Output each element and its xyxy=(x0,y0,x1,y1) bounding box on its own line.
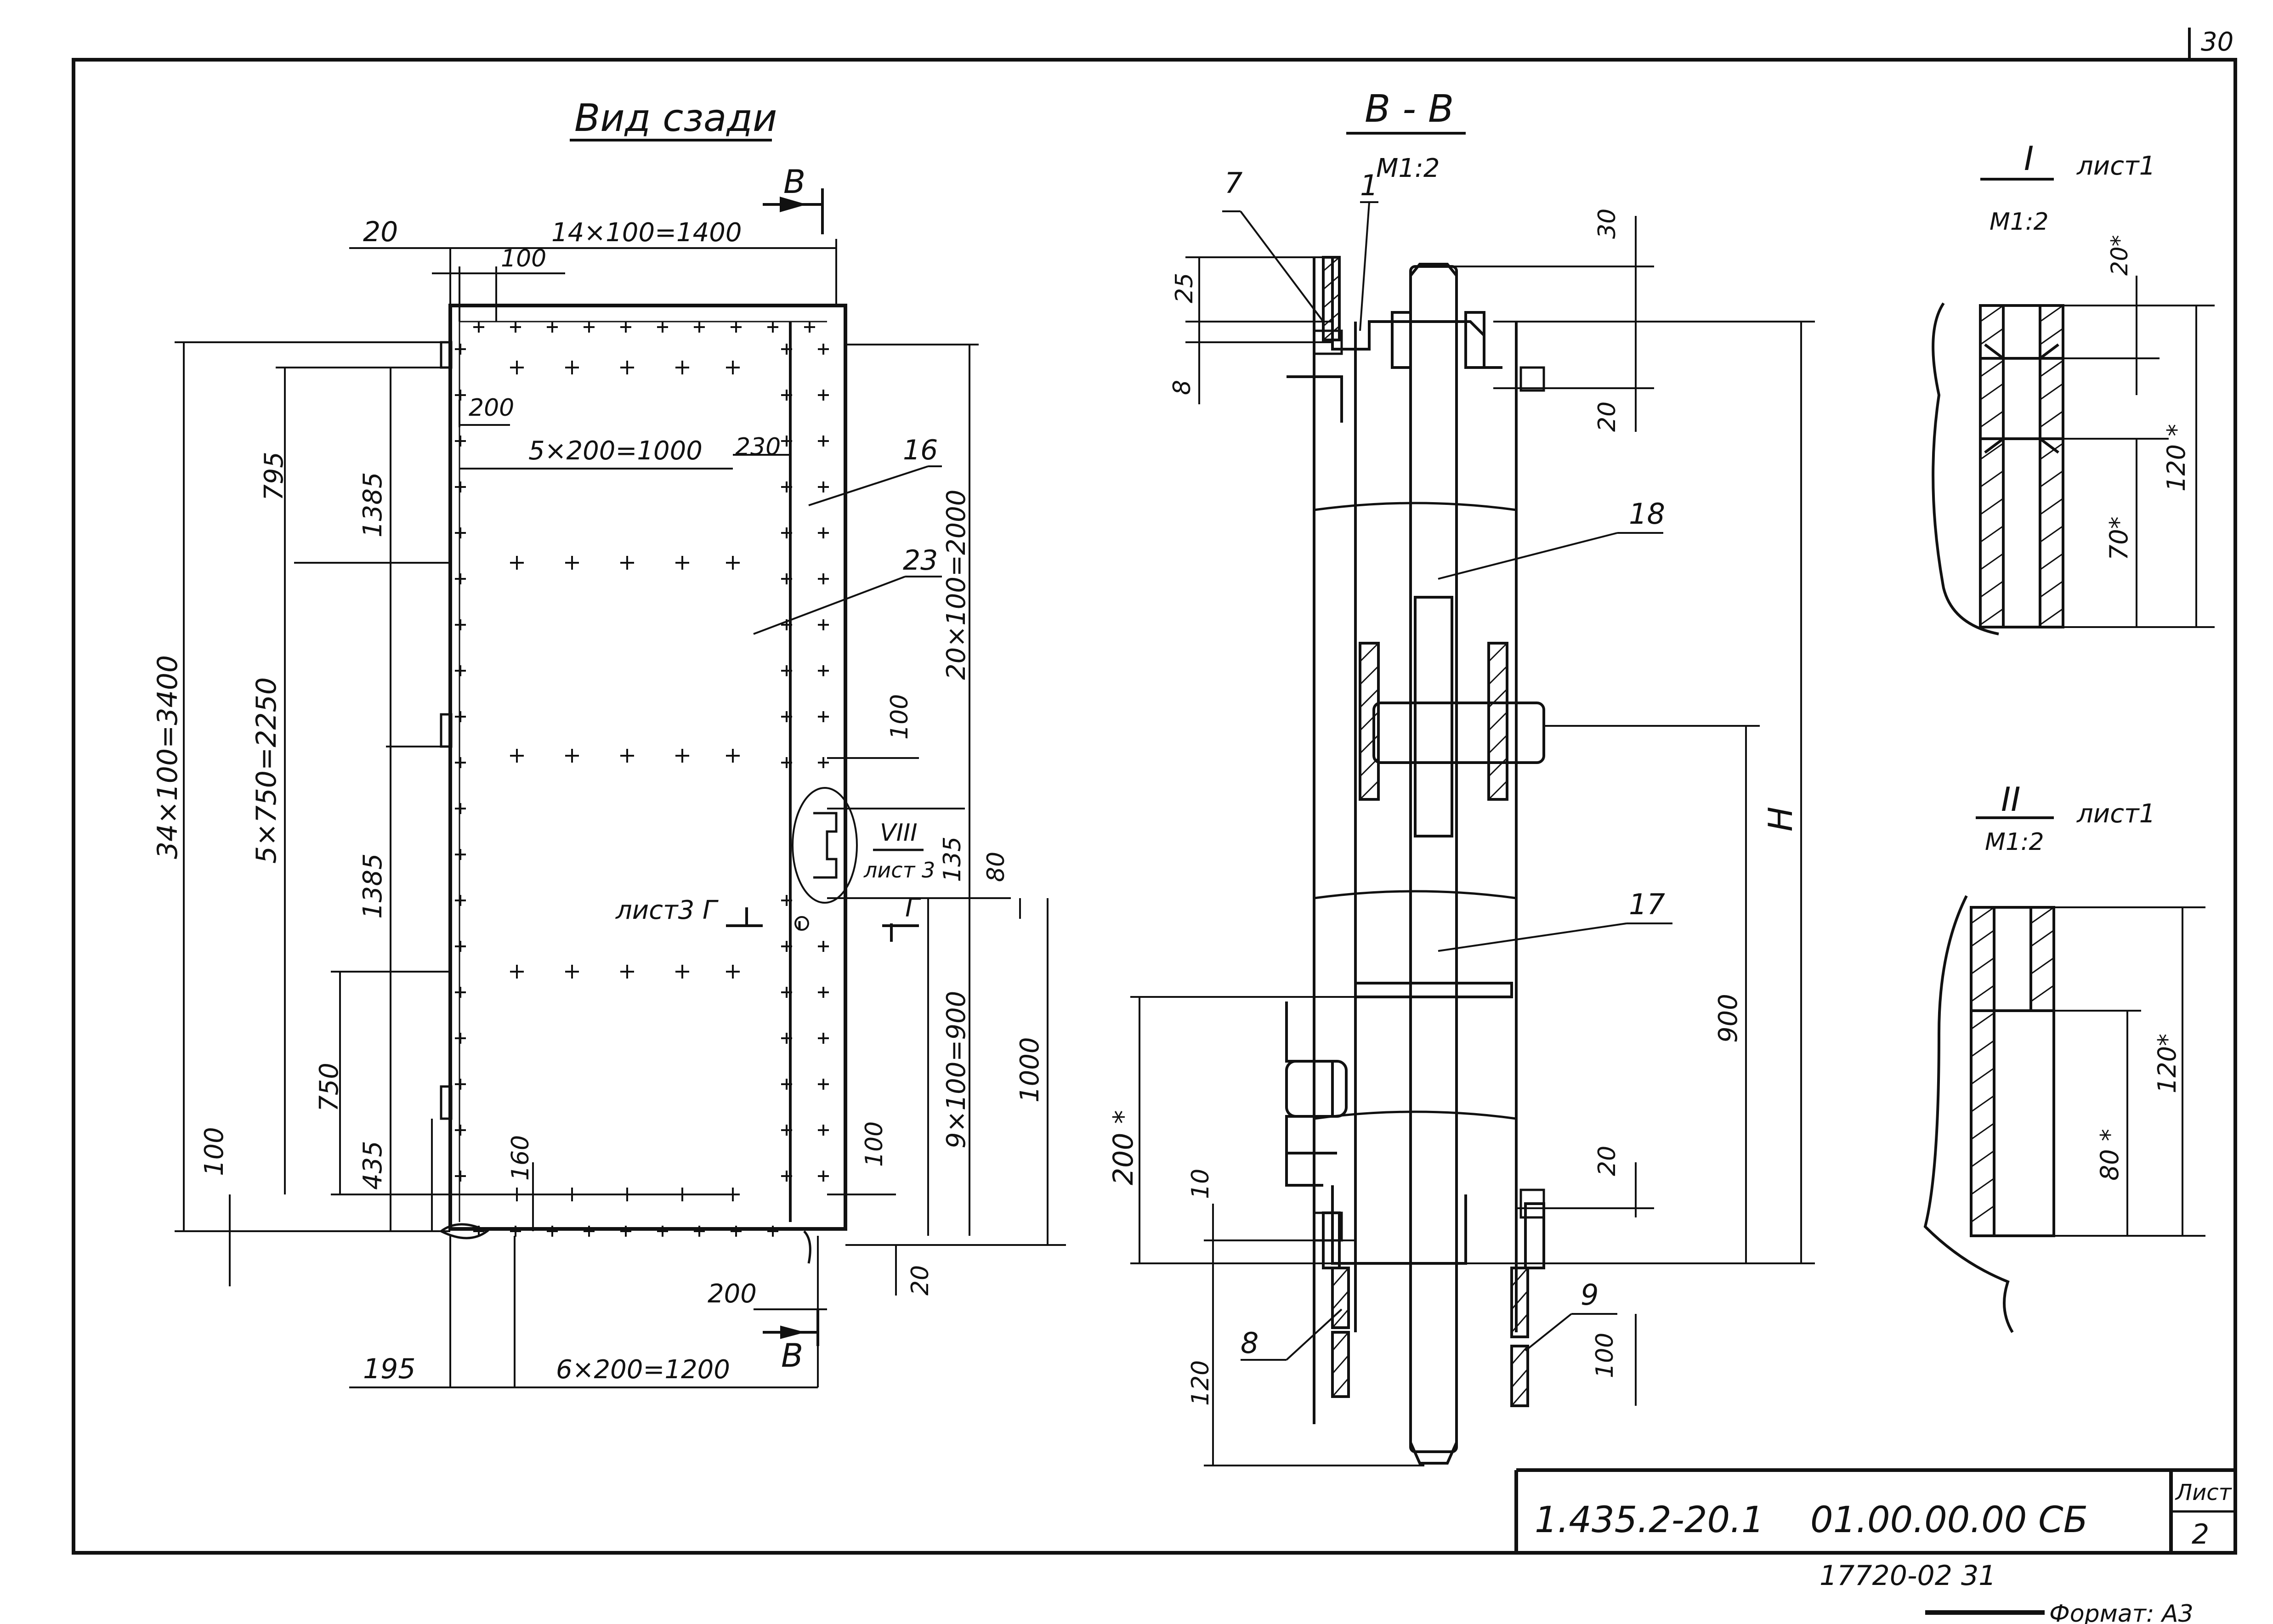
dim-right-135: 135 xyxy=(939,837,966,882)
dim-750: 750 xyxy=(314,1063,344,1112)
bb-bolts xyxy=(1313,329,1545,1242)
section-bb-scale: М1:2 xyxy=(1376,153,1440,183)
page-number: 30 xyxy=(2201,27,2233,57)
dim-bottom-200: 200 xyxy=(708,1279,757,1309)
bb-assembly xyxy=(1285,256,1545,1465)
bb-callouts: 7 1 18 17 8 9 xyxy=(1224,166,1665,1360)
bb-dim-100: 100 xyxy=(1591,1333,1619,1378)
dim-left-top: 795 xyxy=(259,452,289,501)
sheet-number: 2 xyxy=(2192,1518,2209,1550)
archive-number: 17720-02 31 xyxy=(1820,1560,1996,1592)
dim-left-mid: 5×750=2250 xyxy=(250,677,283,864)
detail-i: I лист1 М1:2 20* 120 * 70* xyxy=(1932,139,2215,635)
title-block xyxy=(1514,1468,2235,1553)
bb-hatching xyxy=(1323,256,1529,1406)
section-letter-top: В xyxy=(783,163,805,201)
sheet-label: Лист xyxy=(2175,1480,2233,1505)
detail-ii-dim-120: 120* xyxy=(2153,1034,2182,1093)
format-note: Формат: А3 xyxy=(1925,1600,2194,1624)
detail-ii-sheet: лист1 xyxy=(2076,799,2155,829)
assembly-code: 01.00.00.00 СБ xyxy=(1810,1500,2088,1541)
section-g-letter: Г xyxy=(905,893,921,923)
callout-7: 7 xyxy=(1224,166,1242,200)
detail-viii-label: VIII лист 3 xyxy=(863,819,935,883)
dim-top-step: 100 xyxy=(501,245,546,272)
dim-inner-span: 5×200=1000 xyxy=(528,436,703,466)
callout-23: 23 xyxy=(903,544,938,577)
bb-dim-25: 25 xyxy=(1171,273,1198,303)
dim-160: 160 xyxy=(507,1135,534,1181)
rivet-pattern xyxy=(455,322,829,1237)
detail-ii-dim-80: 80 * xyxy=(2095,1129,2124,1181)
dim-inner-step: 200 xyxy=(469,394,514,422)
callout-16: 16 xyxy=(903,434,938,466)
detail-viii-sheet: лист 3 xyxy=(863,858,935,883)
rear-view-title: Вид сзади xyxy=(574,96,777,140)
rear-view: Вид сзади В xyxy=(152,96,1066,1388)
dim-bottom-span: 6×200=1200 xyxy=(556,1355,730,1385)
dim-lower-block: 1385 xyxy=(358,853,388,919)
callout-8: 8 xyxy=(1241,1326,1258,1360)
detail-i-dim-70: 70* xyxy=(2104,516,2133,560)
callout-17: 17 xyxy=(1629,888,1665,921)
dim-right-100: 100 xyxy=(886,694,913,740)
doc-code: 1.435.2-20.1 xyxy=(1535,1500,1764,1541)
dim-inner-right: 230 xyxy=(735,433,781,461)
dim-upper-block: 1385 xyxy=(358,472,388,538)
callout-18: 18 xyxy=(1629,497,1665,531)
detail-viii-numeral: VIII xyxy=(880,819,918,847)
dim-right-total: 20×100=2000 xyxy=(941,489,971,680)
bb-dim-lines xyxy=(1130,201,1815,1466)
detail-i-sheet: лист1 xyxy=(2076,151,2155,181)
bb-dim-texts: 25 8 30 20 H 900 200 * 10 20 120 100 xyxy=(1107,209,1800,1406)
rear-dim-lines xyxy=(175,239,1066,1388)
bb-dim-10: 10 xyxy=(1187,1169,1214,1199)
detail-i-drawing xyxy=(1932,276,2215,635)
bb-dim-20-low: 20 xyxy=(1593,1146,1621,1176)
bb-dim-H: H xyxy=(1761,807,1800,832)
detail-ii-hatching xyxy=(1971,906,2054,1223)
section-g-label: лист3 Г xyxy=(615,895,719,925)
detail-ii: II лист1 М1:2 80 * 120* xyxy=(1923,780,2205,1333)
detail-ii-scale: М1:2 xyxy=(1985,828,2044,856)
dim-right-100-low: 100 xyxy=(861,1121,888,1167)
detail-i-hatching xyxy=(1980,305,2063,626)
bb-dim-900: 900 xyxy=(1713,994,1743,1043)
dim-right-900: 9×100=900 xyxy=(941,991,971,1149)
detail-ii-numeral: II xyxy=(2001,780,2020,819)
dim-bottom-195: 195 xyxy=(363,1353,416,1385)
format-label: Формат: А3 xyxy=(2049,1600,2194,1624)
bb-dim-200: 200 * xyxy=(1107,1110,1139,1185)
detail-i-dim-20: 20* xyxy=(2106,235,2133,276)
bb-dim-20-top: 20 xyxy=(1593,402,1621,432)
section-letter-bottom: В xyxy=(781,1337,803,1375)
callout-1: 1 xyxy=(1360,169,1378,202)
dim-left-total: 34×100=3400 xyxy=(152,655,184,859)
rear-dim-texts: 20 14×100=1400 100 200 5×200=1000 230 34… xyxy=(152,216,1045,1385)
section-bb: В - В М1:2 xyxy=(1107,87,1815,1466)
dim-right-20: 20 xyxy=(907,1265,934,1296)
bb-dim-30: 30 xyxy=(1593,209,1621,239)
section-bb-title: В - В xyxy=(1365,87,1454,131)
dim-100-left: 100 xyxy=(199,1127,229,1176)
sheet-frame xyxy=(72,28,2237,1555)
bb-dim-120: 120 xyxy=(1187,1360,1214,1406)
dim-right-1000: 1000 xyxy=(1015,1037,1045,1103)
detail-i-scale: М1:2 xyxy=(1990,208,2049,236)
section-marker-top xyxy=(763,188,824,234)
dim-435: 435 xyxy=(358,1141,388,1190)
callout-9: 9 xyxy=(1581,1278,1598,1312)
dim-right-80: 80 xyxy=(982,852,1010,882)
bb-dim-8: 8 xyxy=(1168,380,1196,395)
detail-ii-drawing xyxy=(1923,895,2205,1333)
dim-top-left: 20 xyxy=(363,216,398,248)
detail-i-numeral: I xyxy=(2024,139,2034,178)
detail-i-dim-120: 120 * xyxy=(2162,424,2191,492)
dim-top-total: 14×100=1400 xyxy=(551,218,742,248)
